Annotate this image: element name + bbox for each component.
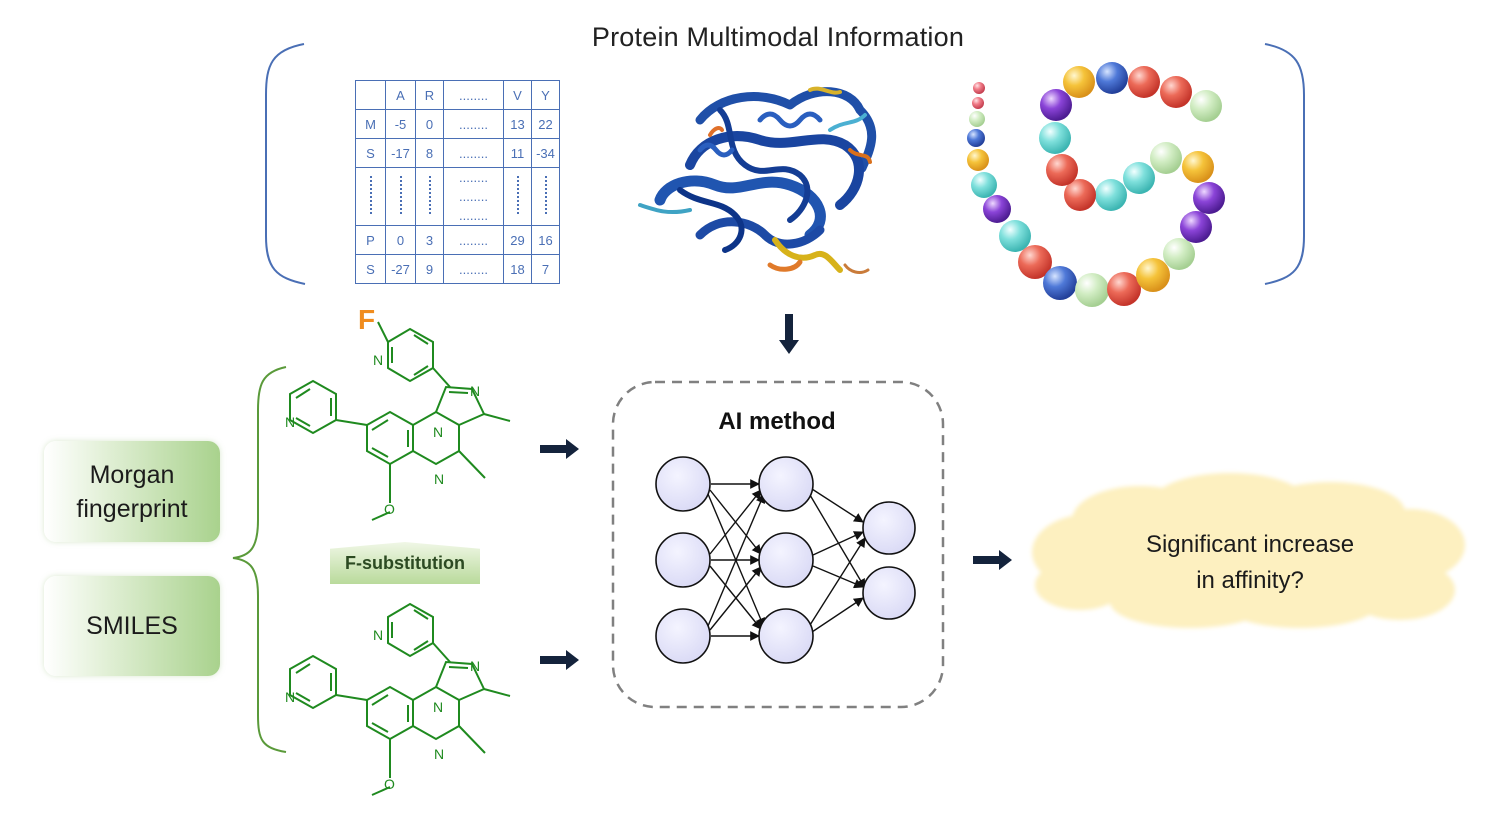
morgan-fingerprint-box: Morgan fingerprint — [44, 441, 220, 542]
nn-node — [655, 608, 711, 664]
ai-method-label: AI method — [718, 408, 836, 435]
matrix-cell: -17 — [385, 138, 416, 168]
matrix-dots: ........ — [459, 189, 488, 204]
matrix-cell: V — [503, 80, 532, 110]
nn-node — [655, 532, 711, 588]
matrix-cell: -27 — [385, 254, 416, 284]
vertical-dots — [516, 176, 519, 214]
right-arrow-result — [973, 550, 1012, 570]
matrix-dots: ........ — [459, 170, 488, 185]
matrix-cell: S — [355, 254, 386, 284]
matrix-cell: -5 — [385, 109, 416, 139]
result-cloud — [1032, 473, 1465, 628]
matrix-cell — [531, 167, 560, 226]
matrix-cell — [503, 167, 532, 226]
matrix-cell: ........ — [443, 225, 504, 255]
atom-label-n: N — [434, 471, 444, 487]
matrix-cell: ........ — [443, 138, 504, 168]
atom-label-n: N — [434, 746, 444, 762]
right-arrow-molecule-1 — [540, 439, 579, 459]
matrix-cell: 11 — [503, 138, 532, 168]
diagram-title: Protein Multimodal Information — [591, 22, 965, 52]
matrix-row: M -5 0 ........ 13 22 — [355, 109, 560, 139]
matrix-cell: 7 — [531, 254, 560, 284]
atom-label-n: N — [285, 689, 295, 705]
vertical-dots — [544, 176, 547, 214]
matrix-cell: ........ ........ ........ — [443, 167, 504, 226]
amino-acid-bead-spiral — [967, 62, 1225, 307]
smiles-box: SMILES — [44, 576, 220, 676]
atom-label-o: O — [384, 776, 395, 792]
vertical-dots — [399, 176, 402, 214]
result-line-2: in affinity? — [1196, 567, 1304, 594]
nn-node — [758, 608, 814, 664]
matrix-row: P 0 3 ........ 29 16 — [355, 225, 560, 255]
matrix-cell: M — [355, 109, 386, 139]
nn-node — [758, 456, 814, 512]
matrix-header-row: A R ........ V Y — [355, 80, 560, 110]
matrix-cell: R — [415, 80, 444, 110]
vertical-dots — [369, 176, 372, 214]
matrix-cell: P — [355, 225, 386, 255]
protein-left-bracket — [265, 43, 306, 285]
matrix-cell: ........ — [443, 254, 504, 284]
matrix-cell: A — [385, 80, 416, 110]
matrix-cell: 22 — [531, 109, 560, 139]
matrix-cell — [385, 167, 416, 226]
down-arrow — [779, 314, 799, 354]
atom-label-n: N — [373, 352, 383, 368]
nn-node — [758, 532, 814, 588]
matrix-cell: ........ — [443, 80, 504, 110]
matrix-dots: ........ — [459, 208, 488, 223]
right-arrow-molecule-2 — [540, 650, 579, 670]
atom-label-n: N — [470, 383, 480, 399]
result-question: Significant increase in affinity? — [1090, 527, 1410, 599]
nn-node — [862, 501, 916, 555]
fluorine-label: F — [358, 304, 375, 335]
molecule-fluorinated — [289, 321, 511, 521]
protein-right-bracket — [1264, 43, 1305, 285]
matrix-cell: Y — [531, 80, 560, 110]
matrix-cell — [355, 80, 386, 110]
molecule-parent — [289, 602, 511, 796]
matrix-cell: S — [355, 138, 386, 168]
ai-method-box — [611, 380, 945, 709]
molecule-bracket — [232, 366, 287, 753]
matrix-cell: 3 — [415, 225, 444, 255]
matrix-row: S -17 8 ........ 11 -34 — [355, 138, 560, 168]
result-line-1: Significant increase — [1145, 531, 1355, 558]
matrix-cell: 16 — [531, 225, 560, 255]
f-substitution-label: F-substitution — [330, 542, 480, 584]
neural-network-nodes — [655, 456, 916, 664]
protein-structure-image — [638, 86, 877, 274]
matrix-cell: -34 — [531, 138, 560, 168]
matrix-cell — [415, 167, 444, 226]
vertical-dots — [428, 176, 431, 214]
atom-label-n: N — [285, 414, 295, 430]
atom-label-n: N — [433, 699, 443, 715]
matrix-cell: ........ — [443, 109, 504, 139]
nn-node — [862, 566, 916, 620]
matrix-cell — [355, 167, 386, 226]
nn-node — [655, 456, 711, 512]
matrix-cell: 0 — [415, 109, 444, 139]
matrix-cell: 8 — [415, 138, 444, 168]
matrix-cell: 9 — [415, 254, 444, 284]
matrix-row: S -27 9 ........ 18 7 — [355, 254, 560, 284]
score-matrix: A R ........ V Y M -5 0 ........ 13 22 S… — [355, 80, 560, 284]
matrix-ellipsis-row: ........ ........ ........ — [355, 167, 560, 226]
atom-label-o: O — [384, 501, 395, 517]
matrix-cell: 29 — [503, 225, 532, 255]
atom-label-n: N — [470, 658, 480, 674]
matrix-cell: 18 — [503, 254, 532, 284]
matrix-cell: 13 — [503, 109, 532, 139]
matrix-cell: 0 — [385, 225, 416, 255]
atom-label-n: N — [373, 627, 383, 643]
atom-label-n: N — [433, 424, 443, 440]
neural-network-edges — [707, 479, 866, 641]
